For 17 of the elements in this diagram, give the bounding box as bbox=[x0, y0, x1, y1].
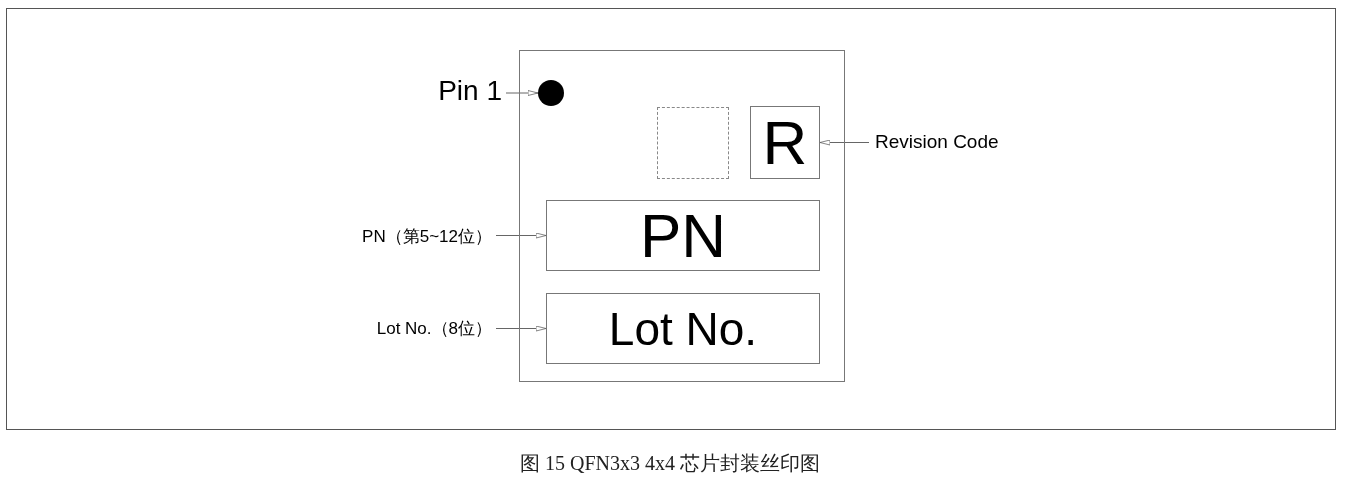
callout-label: Pin 1 bbox=[438, 75, 502, 107]
callout-label: Revision Code bbox=[875, 131, 999, 153]
figure-caption: 图 15 QFN3x3 4x4 芯片封装丝印图 bbox=[519, 451, 821, 476]
marking-text: Lot No. bbox=[608, 305, 758, 352]
marking-text: PN bbox=[639, 204, 727, 267]
callout-label: PN（第5~12位） bbox=[362, 225, 492, 248]
leader-arrow bbox=[495, 232, 547, 239]
reserved-area bbox=[657, 107, 729, 179]
chip-outline bbox=[519, 50, 845, 382]
marking-text: R bbox=[762, 111, 808, 174]
leader-arrow bbox=[819, 139, 870, 146]
marking-box bbox=[546, 200, 820, 271]
callout-label: Lot No.（8位） bbox=[376, 317, 492, 340]
marking-box bbox=[750, 106, 820, 179]
marking-box bbox=[546, 293, 820, 364]
pin-one-dot bbox=[538, 80, 564, 106]
leader-arrow bbox=[495, 325, 547, 332]
